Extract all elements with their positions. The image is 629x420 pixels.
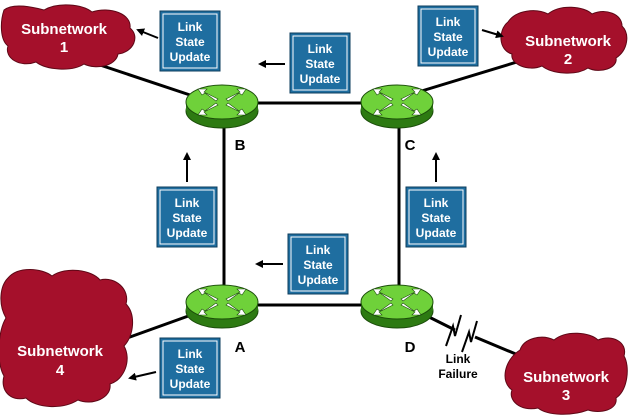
subnetwork-3-cloud: Subnetwork 3 <box>504 332 628 415</box>
subnetwork-1-number: 1 <box>60 39 68 56</box>
lsu-box-top-left: Link State Update <box>159 10 221 72</box>
subnetwork-4-label: Subnetwork <box>17 343 103 360</box>
router-c <box>360 84 434 129</box>
router-c-label: C <box>405 137 416 154</box>
router-a-label: A <box>235 339 246 356</box>
lsu-line2: State <box>433 30 463 44</box>
lsu-line3: Update <box>167 226 208 240</box>
subnetwork-4-number: 4 <box>56 362 65 379</box>
router-b <box>185 84 259 129</box>
lsu-line3: Update <box>170 377 211 391</box>
lsu-box-top-middle: Link State Update <box>289 32 351 94</box>
propagation-arrows <box>128 28 504 381</box>
link-failure-label-line1: Link <box>446 352 471 366</box>
subnetwork-2-number: 2 <box>564 51 572 68</box>
router-arrows-icon <box>197 288 247 316</box>
lsu-line3: Update <box>298 273 339 287</box>
lsu-box-bottom-left: Link State Update <box>159 337 221 399</box>
link-failure-label-line2: Failure <box>438 367 478 381</box>
subnetwork-1-cloud: Subnetwork 1 <box>0 4 136 70</box>
lsu-line1: Link <box>175 196 200 210</box>
subnetwork-3-label: Subnetwork <box>523 369 609 386</box>
lsu-line3: Update <box>416 226 457 240</box>
lsu-line2: State <box>421 211 451 225</box>
lsu-line1: Link <box>178 20 203 34</box>
lsu-box-right-middle: Link State Update <box>405 186 467 248</box>
lsu-line1: Link <box>178 347 203 361</box>
lsu-box-left-middle: Link State Update <box>156 186 218 248</box>
lsu-line3: Update <box>300 72 341 86</box>
lsu-line2: State <box>305 57 335 71</box>
arrow-to-sub1 <box>136 28 159 39</box>
lsu-line1: Link <box>308 42 333 56</box>
lsu-line2: State <box>303 258 333 272</box>
router-arrows-icon <box>372 88 422 116</box>
router-b-label: B <box>235 137 246 154</box>
router-arrows-icon <box>197 88 247 116</box>
router-arrows-icon <box>372 288 422 316</box>
lsu-line2: State <box>175 362 205 376</box>
lsu-line2: State <box>175 35 205 49</box>
lsu-line1: Link <box>306 243 331 257</box>
lsu-line1: Link <box>424 196 449 210</box>
arrow-to-sub4 <box>128 371 157 381</box>
lsu-line1: Link <box>436 15 461 29</box>
failure-bolts <box>445 314 478 353</box>
network-links <box>69 53 541 362</box>
lsu-line2: State <box>172 211 202 225</box>
subnetwork-1-label: Subnetwork <box>21 21 107 38</box>
lsu-box-bottom-middle: Link State Update <box>287 233 349 295</box>
failure-bolt-right <box>461 320 478 353</box>
lsu-box-top-right: Link State Update <box>417 5 479 67</box>
arrow-to-sub2 <box>481 29 504 39</box>
router-d <box>360 284 434 329</box>
subnetwork-4-cloud: Subnetwork 4 <box>0 269 133 407</box>
subnetwork-2-cloud: Subnetwork 2 <box>500 6 628 74</box>
subnetwork-2-label: Subnetwork <box>525 33 611 50</box>
router-a <box>185 284 259 329</box>
subnetwork-3-number: 3 <box>562 387 570 404</box>
router-d-label: D <box>405 339 416 356</box>
failure-bolt-left <box>445 314 462 347</box>
lsu-line3: Update <box>170 50 211 64</box>
lsu-line3: Update <box>428 45 469 59</box>
